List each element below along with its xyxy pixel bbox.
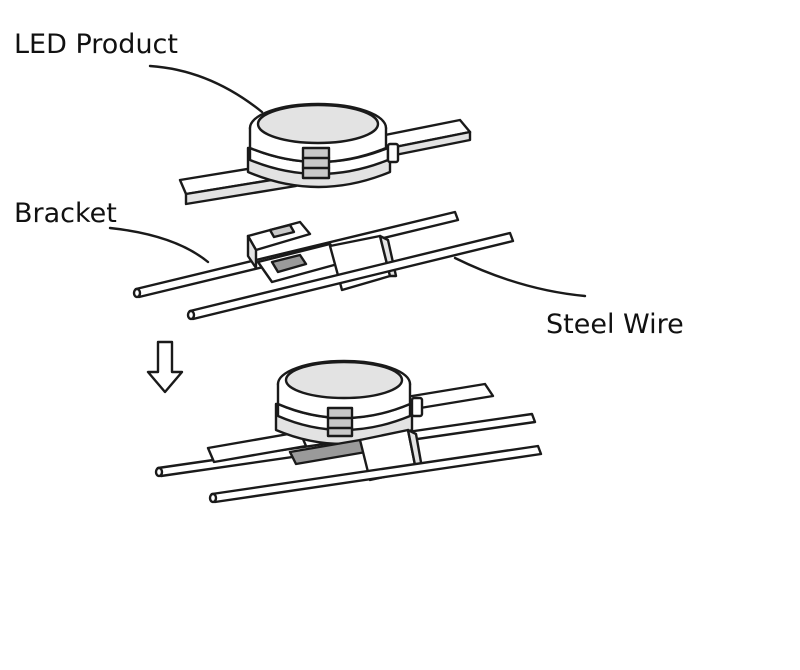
bracket <box>246 220 398 292</box>
led-product-top <box>178 102 472 206</box>
bracket-assembly <box>132 210 515 321</box>
leader-line-steel-wire <box>453 256 587 298</box>
label-bracket: Bracket <box>14 198 117 229</box>
steel-wire-front <box>186 231 515 321</box>
label-steel-wire: Steel Wire <box>546 309 684 340</box>
down-arrow-icon <box>146 340 184 394</box>
leader-line-led-product <box>148 64 264 114</box>
leader-line-bracket <box>108 226 210 264</box>
label-led-product: LED Product <box>14 29 178 60</box>
led-product-assembled <box>154 359 543 504</box>
